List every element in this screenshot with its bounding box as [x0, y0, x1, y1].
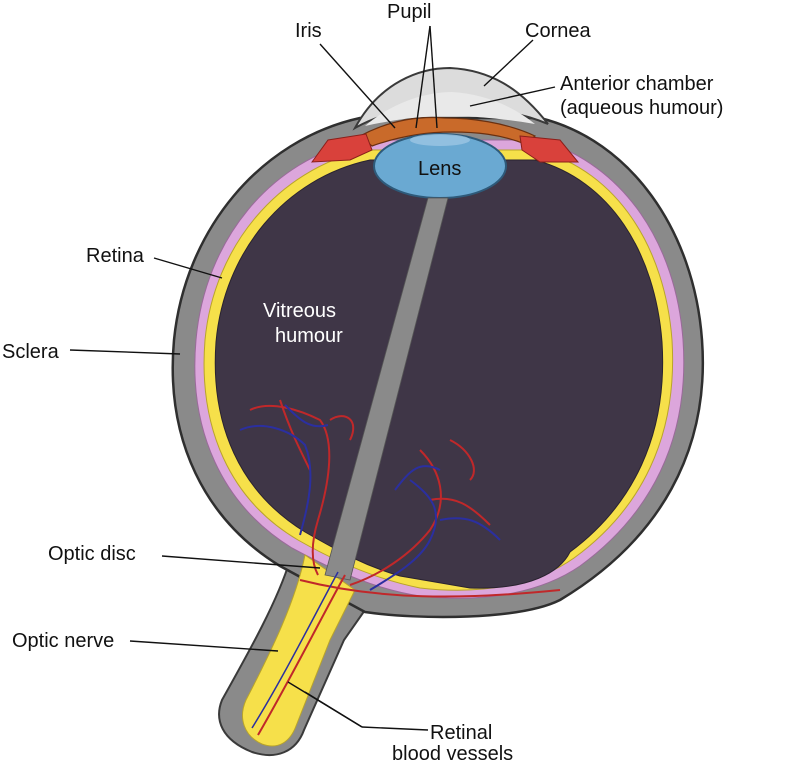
optic-nerve-vessel-blue: [251, 571, 339, 729]
optic-nerve-core: [242, 554, 356, 747]
ciliary-body-left: [310, 133, 373, 163]
label-optic-disc: Optic disc: [48, 543, 136, 565]
ciliary-body-right: [519, 135, 580, 163]
label-sclera: Sclera: [2, 341, 60, 363]
label-vitreous-1: Vitreous: [263, 300, 336, 322]
optic-nerve-vessel-red: [257, 574, 346, 736]
label-anterior-chamber-2: (aqueous humour): [560, 97, 723, 119]
retinal-vessels-blue: [239, 404, 501, 591]
label-retinal-vessels-2: blood vessels: [392, 743, 513, 764]
label-retinal-vessels-1: Retinal: [430, 722, 492, 744]
label-lens: Lens: [418, 158, 461, 180]
label-optic-nerve: Optic nerve: [12, 630, 114, 652]
label-retina: Retina: [86, 245, 145, 267]
label-pupil: Pupil: [387, 1, 431, 23]
label-anterior-chamber-1: Anterior chamber: [560, 73, 714, 95]
lens-highlight: [410, 134, 470, 146]
label-cornea: Cornea: [525, 20, 591, 42]
label-iris: Iris: [295, 20, 322, 42]
label-vitreous-2: humour: [275, 325, 343, 347]
leader-lines: [69, 25, 556, 731]
hyaloid-canal: [324, 197, 449, 581]
